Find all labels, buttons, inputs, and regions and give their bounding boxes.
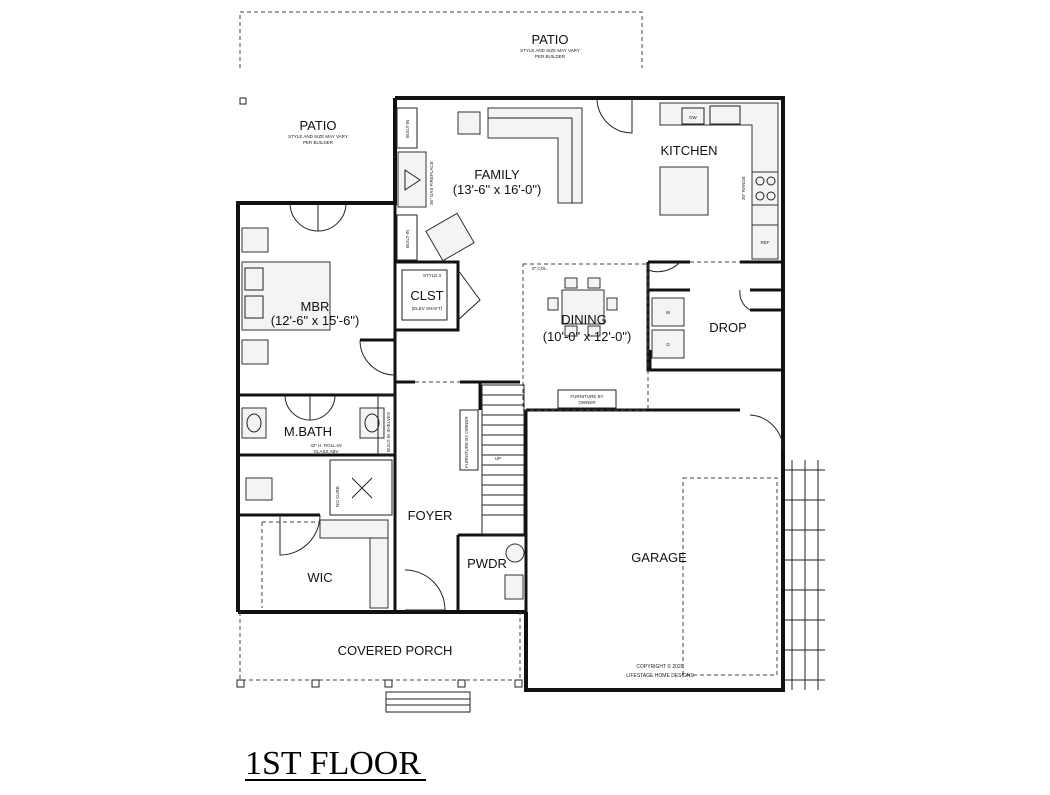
patio-top-outline	[239, 11, 643, 68]
pwdr-sink	[505, 543, 525, 563]
dining-note-1: FURNITURE BY	[570, 394, 603, 399]
built-in-top-label: BUILT-IN	[405, 120, 410, 138]
sink-left	[241, 407, 267, 439]
toilet-mbath	[245, 477, 273, 501]
dining-buffet	[557, 389, 617, 409]
patio-left-note-2: PER BUILDER	[303, 140, 334, 145]
dining-note-2: OWNER	[578, 400, 596, 405]
master-bed	[241, 227, 331, 365]
dining-outline	[522, 263, 649, 411]
sectional-sofa	[487, 107, 583, 204]
copyright-line-2: LIFESTAGE HOME DESIGNS	[626, 673, 694, 679]
clst-note: (ELEV SHAFT)	[412, 306, 443, 311]
built-in-bottom	[396, 214, 418, 261]
patio-top-note-1: STYLE AND SIZE MAY VARY	[520, 48, 580, 53]
patio-top-label: PATIO	[531, 32, 568, 47]
built-in-bottom-label: BUILT-IN	[405, 230, 410, 248]
d-label: D	[666, 342, 670, 347]
foyer-table	[459, 409, 479, 471]
mbath-note-1: 42" H. ROLL-IN	[310, 443, 341, 448]
covered-porch-label: COVERED PORCH	[338, 643, 453, 658]
covered-porch	[236, 612, 523, 713]
w-label: W	[666, 310, 671, 315]
no-curb-label: NO CURB	[335, 486, 340, 507]
furniture-owner-label: FURNITURE BY OWNER	[464, 416, 469, 468]
side-table	[457, 111, 481, 135]
dining-table	[547, 277, 618, 337]
sink-right	[359, 407, 385, 439]
pwdr-toilet	[504, 574, 524, 600]
plan-title: 1ST FLOOR	[245, 745, 421, 782]
mbath-label: M.BATH	[284, 424, 332, 439]
built-in-shelves	[377, 394, 395, 456]
armchair	[425, 212, 475, 262]
wic-label: WIC	[307, 570, 332, 585]
copyright-line-1: COPYRIGHT © 2020	[636, 663, 683, 670]
roll-in-shower	[329, 459, 393, 516]
doors	[279, 97, 784, 611]
dw-label: DW	[689, 115, 697, 120]
family-dim: (13'-6" x 16'-0")	[453, 182, 542, 197]
kitchen-label: KITCHEN	[660, 143, 717, 158]
washer	[651, 297, 685, 327]
elev-shaft	[401, 269, 448, 321]
clst-label: CLST	[410, 288, 443, 303]
garage-door-dash	[682, 477, 778, 676]
foyer-label: FOYER	[408, 508, 453, 523]
kitchen-island	[659, 166, 709, 216]
fireplace	[397, 151, 427, 208]
dining-label: DINING	[561, 312, 607, 327]
family-label: FAMILY	[474, 167, 520, 182]
built-in-shelves-label: BUILT-IN SHELVES	[386, 412, 391, 452]
wic-shelves	[261, 519, 389, 609]
garage-label: GARAGE	[631, 550, 687, 565]
kitchen-counters	[659, 102, 779, 260]
patio-marker	[239, 97, 247, 105]
drop-label: DROP	[709, 320, 747, 335]
mbr-label: MBR	[301, 299, 330, 314]
garage-trellis	[785, 460, 825, 690]
up-label: UP	[495, 456, 501, 461]
patio-left-label: PATIO	[299, 118, 336, 133]
patio-top-note-2: PER BUILDER	[535, 54, 566, 59]
pwdr-label: PWDR	[467, 556, 507, 571]
interior-walls	[238, 203, 783, 612]
patio-left-note-1: STYLE AND SIZE MAY VARY	[288, 134, 348, 139]
dryer	[651, 329, 685, 359]
range-label: 30" RANGE	[741, 176, 746, 200]
ref-label: REF	[761, 240, 770, 245]
clst-style: STYLE 3	[423, 273, 442, 278]
fireplace-label: 36" GAS FIREPLACE	[429, 161, 434, 205]
mbr-dim: (12'-6" x 15'-6")	[271, 313, 360, 328]
col-label: 8" COL.	[532, 266, 548, 271]
built-in-top	[396, 107, 418, 149]
stairs	[481, 384, 525, 536]
mbath-note-2: GLASS ABV	[313, 449, 338, 454]
dining-dim: (10'-0" x 12'-0")	[543, 329, 632, 344]
